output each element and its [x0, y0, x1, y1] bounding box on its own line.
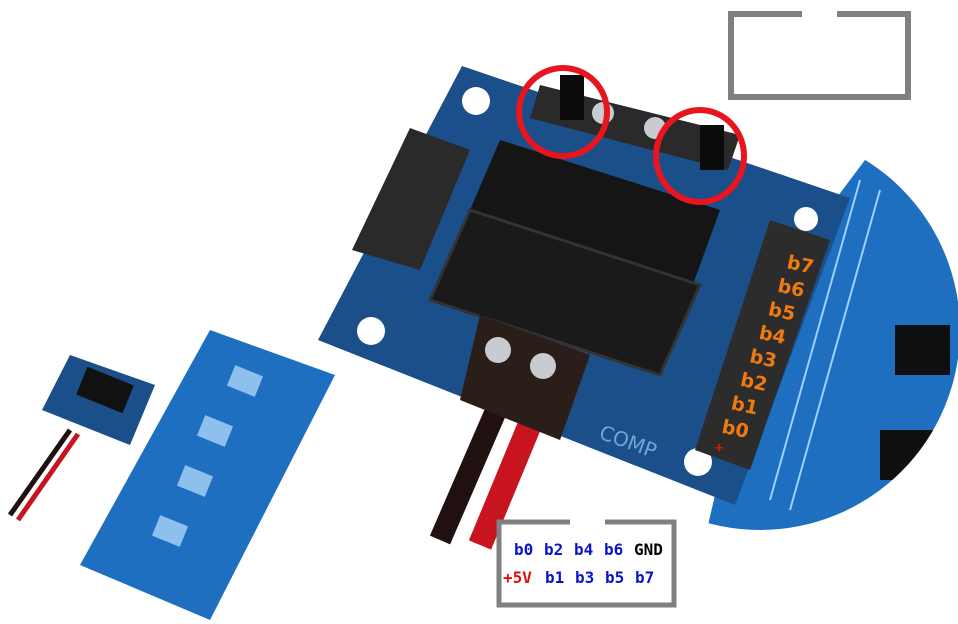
- pin-top-1: b2: [544, 540, 564, 559]
- pin-top-2: b4: [574, 540, 594, 559]
- pinout-legend: b0 b2 b4 b6 GND +5V b1 b3 b5 b7: [497, 521, 676, 606]
- pinout-frame: [496, 519, 677, 608]
- overview-photo: [7, 330, 335, 620]
- jumper-highlight-right: [653, 107, 747, 205]
- connector-symbol-frame: [728, 11, 911, 100]
- pin-top-3: b6: [604, 540, 624, 559]
- pin-bottom-3: b5: [605, 568, 625, 587]
- header-label-b7: b7: [785, 251, 816, 278]
- header-label-b0: b0: [720, 416, 751, 443]
- pin-bottom-4: b7: [635, 568, 655, 587]
- header-label-b5: b5: [766, 298, 797, 325]
- pin-bottom-0: +5V: [503, 568, 532, 587]
- header-label-b2: b2: [738, 369, 769, 396]
- header-label-b4: b4: [757, 322, 788, 349]
- pin-top-0: b0: [514, 540, 534, 559]
- jumper-highlight-left: [516, 65, 610, 159]
- header-label-b1: b1: [729, 392, 760, 419]
- pin-top-4: GND: [634, 540, 663, 559]
- plus-marker: +: [715, 440, 723, 456]
- pin-bottom-1: b1: [545, 568, 565, 587]
- header-label-b3: b3: [748, 345, 779, 372]
- header-label-b6: b6: [776, 275, 807, 302]
- pin-bottom-2: b3: [575, 568, 595, 587]
